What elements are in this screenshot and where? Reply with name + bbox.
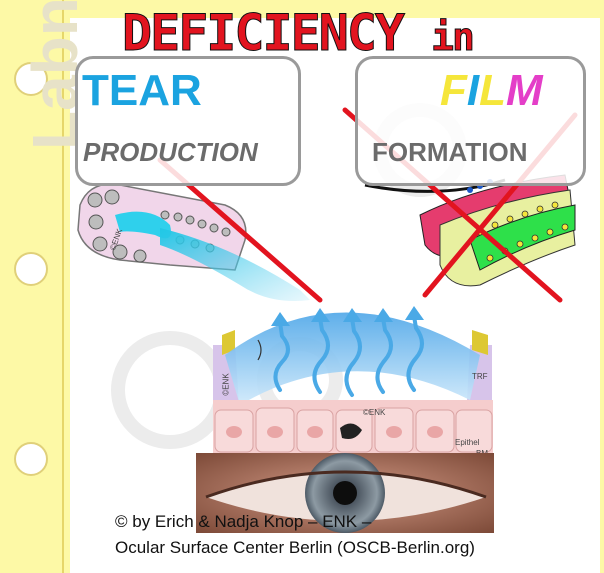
film-letter: M xyxy=(506,66,543,115)
lacrimal-gland xyxy=(77,183,310,301)
film-formation-box xyxy=(355,56,586,186)
label-enk-center: ©ENK xyxy=(363,408,386,417)
eye-photo xyxy=(196,453,494,533)
credit-line-2: Ocular Surface Center Berlin (OSCB-Berli… xyxy=(115,538,475,557)
label-trf: TRF xyxy=(472,372,488,381)
label-epithel: Epithel xyxy=(455,438,480,447)
headline: DEFICIENCY in xyxy=(121,4,476,63)
tear-label: TEAR xyxy=(82,66,202,115)
production-label: PRODUCTION xyxy=(83,137,258,167)
formation-label: FORMATION xyxy=(372,137,528,167)
film-letter: I xyxy=(466,66,480,115)
headline-main: DEFICIENCY xyxy=(121,4,405,63)
punch-hole xyxy=(14,62,48,96)
film-label: FILM xyxy=(440,66,543,116)
evaporation-arrows xyxy=(273,314,424,397)
headline-suffix: in xyxy=(431,15,476,60)
punch-hole xyxy=(14,252,48,286)
ocular-surface-epithelium xyxy=(213,312,493,455)
credit-line-1: © by Erich & Nadja Knop – ENK – xyxy=(115,512,372,531)
film-letter: F xyxy=(440,66,467,115)
punch-hole xyxy=(14,442,48,476)
meibomian-gland xyxy=(364,174,576,287)
margin-line xyxy=(62,0,64,573)
wave-mark xyxy=(257,339,262,361)
film-letter: L xyxy=(479,66,507,115)
arrow-heads xyxy=(271,306,424,326)
tear-production-box xyxy=(75,56,301,186)
label-enk-surface: ©ENK xyxy=(221,373,231,396)
